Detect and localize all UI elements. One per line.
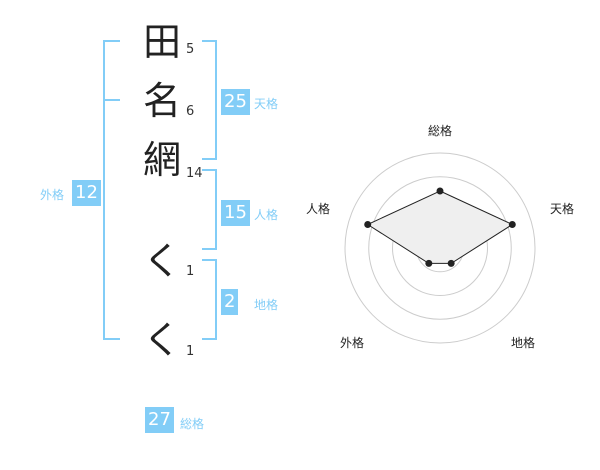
radar-label-tenkaku: 天格 <box>549 202 574 216</box>
radar-label-jinkaku: 人格 <box>305 202 330 216</box>
jinkaku-bracket <box>202 169 217 250</box>
radar-point <box>364 221 372 229</box>
name-char-4: く <box>142 239 181 283</box>
chikaku-value: 2 <box>221 289 239 315</box>
name-char-1: 田 <box>142 20 181 64</box>
jinkaku-label: 人格 <box>254 208 279 222</box>
stroke-count-2: 6 <box>186 104 195 119</box>
stroke-count-5: 1 <box>186 344 195 359</box>
chikaku-bracket <box>202 259 217 340</box>
radar-point <box>447 259 455 267</box>
gaikaku-label: 外格 <box>40 188 65 202</box>
soukaku-value: 27 <box>145 407 174 433</box>
radar-label-gaikaku: 外格 <box>339 336 364 350</box>
stroke-count-4: 1 <box>186 264 195 279</box>
radar-polygon <box>366 190 514 264</box>
name-char-2: 名 <box>142 79 181 123</box>
radar-ring <box>368 176 512 320</box>
stroke-count-1: 5 <box>186 42 195 57</box>
radar-label-soukaku: 総格 <box>427 124 452 138</box>
tenkaku-value: 25 <box>221 89 250 115</box>
name-char-5: く <box>142 318 181 362</box>
radar-ring <box>344 152 536 344</box>
radar-label-chikaku: 地格 <box>510 336 535 350</box>
tenkaku-label: 天格 <box>254 97 279 111</box>
stroke-count-3: 14 <box>186 166 203 181</box>
name-char-3: 網 <box>142 138 181 182</box>
tenkaku-bracket <box>202 40 217 160</box>
radar-point <box>425 259 433 267</box>
chikaku-label: 地格 <box>254 298 279 312</box>
radar-point <box>436 187 444 195</box>
radar-point <box>508 221 516 229</box>
gaikaku-bracket <box>103 40 120 340</box>
soukaku-label: 総格 <box>180 417 205 431</box>
gaikaku-value: 12 <box>72 180 101 206</box>
jinkaku-value: 15 <box>221 200 250 226</box>
